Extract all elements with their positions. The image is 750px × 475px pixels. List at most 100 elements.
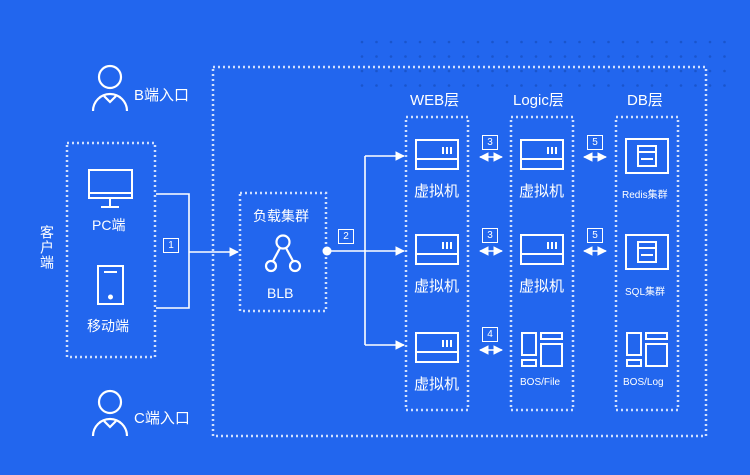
web-node-1-label: 虚拟机 (414, 183, 460, 200)
grid-dot (578, 55, 581, 58)
grid-dot (491, 84, 494, 87)
db-column-border (614, 115, 680, 412)
grid-dot (578, 69, 581, 73)
grid-dot (578, 84, 581, 87)
grid-dot (375, 40, 378, 44)
grid-dot (520, 69, 523, 73)
grid-dot (549, 55, 552, 58)
grid-dot (476, 69, 480, 73)
load-balancer-icon (264, 234, 302, 273)
grid-dot (708, 84, 712, 87)
grid-dot (404, 40, 407, 44)
grid-dot (679, 69, 683, 73)
grid-dot (621, 69, 625, 73)
grid-dot (607, 84, 610, 87)
grid-dot (505, 69, 509, 73)
grid-dot (563, 55, 567, 58)
mobile-label: 移动端 (87, 318, 129, 334)
grid-dot (549, 69, 552, 73)
grid-dot (679, 40, 683, 44)
grid-dot (679, 55, 683, 58)
grid-dot (462, 69, 465, 73)
grid-dot (534, 55, 538, 58)
grid-dot (650, 40, 654, 44)
grid-dot (418, 40, 422, 44)
grid-dot (607, 55, 610, 58)
grid-dot (636, 55, 639, 58)
grid-dot (534, 40, 538, 44)
grid-dot (723, 40, 726, 44)
pc-label: PC端 (92, 217, 126, 233)
monitor-icon (88, 169, 133, 208)
grid-dot (418, 69, 422, 73)
grid-dot (723, 69, 726, 73)
web-layer-title: WEB层 (410, 92, 460, 109)
step-badge-5a: 5 (587, 135, 603, 150)
grid-dot (694, 40, 697, 44)
grid-dot (621, 55, 625, 58)
grid-dot (433, 40, 436, 44)
grid-dot (375, 55, 378, 58)
user-icon-b (91, 64, 129, 112)
object-storage-icon (626, 332, 668, 367)
grid-dot (665, 69, 668, 73)
db-node-1-label: Redis集群 (622, 190, 668, 201)
grid-dot (549, 84, 552, 87)
step-badge-3a: 3 (482, 135, 498, 150)
web-node-2-label: 虚拟机 (414, 278, 460, 295)
grid-dot (621, 84, 625, 87)
grid-dot (708, 40, 712, 44)
virtual-machine-icon (415, 332, 459, 363)
grid-dot (650, 69, 654, 73)
step-badge-3b: 3 (482, 228, 498, 243)
database-icon (625, 138, 669, 174)
logic-node-1-label: 虚拟机 (519, 183, 565, 200)
grid-dot (708, 69, 712, 73)
web-column-border (404, 115, 470, 412)
grid-dot (360, 84, 364, 87)
blb-title: 负载集群 (253, 208, 309, 224)
grid-dot (462, 40, 465, 44)
db-layer-title: DB层 (627, 92, 663, 109)
logic-column-border (509, 115, 575, 412)
grid-dot (723, 55, 726, 58)
grid-dot (375, 84, 378, 87)
grid-dot (563, 84, 567, 87)
server-container-border (211, 65, 708, 438)
grid-dot (462, 55, 465, 58)
grid-dot (636, 40, 639, 44)
grid-dot (665, 84, 668, 87)
dot-grid-decoration (360, 40, 726, 87)
virtual-machine-icon (415, 234, 459, 265)
grid-dot (636, 84, 639, 87)
grid-dot (476, 55, 480, 58)
grid-dot (534, 69, 538, 73)
grid-dot (505, 84, 509, 87)
grid-dot (447, 40, 451, 44)
grid-dot (534, 84, 538, 87)
grid-dot (360, 40, 364, 44)
grid-dot (708, 55, 712, 58)
blb-label: BLB (267, 285, 294, 301)
grid-dot (433, 69, 436, 73)
virtual-machine-icon (415, 139, 459, 170)
step-badge-5b: 5 (587, 228, 603, 243)
logic-layer-title: Logic层 (513, 92, 564, 109)
b-entry-label: B端入口 (134, 87, 190, 104)
db-node-2-label: SQL集群 (625, 287, 666, 298)
grid-dot (360, 55, 364, 58)
c-entry-label: C端入口 (134, 410, 190, 427)
grid-dot (694, 84, 697, 87)
grid-dot (520, 84, 523, 87)
grid-dot (607, 40, 610, 44)
grid-dot (650, 84, 654, 87)
virtual-machine-icon (520, 234, 564, 265)
grid-dot (447, 55, 451, 58)
virtual-machine-icon (520, 139, 564, 170)
grid-dot (592, 84, 596, 87)
grid-dot (360, 69, 364, 73)
grid-dot (375, 69, 378, 73)
database-icon (625, 234, 669, 270)
